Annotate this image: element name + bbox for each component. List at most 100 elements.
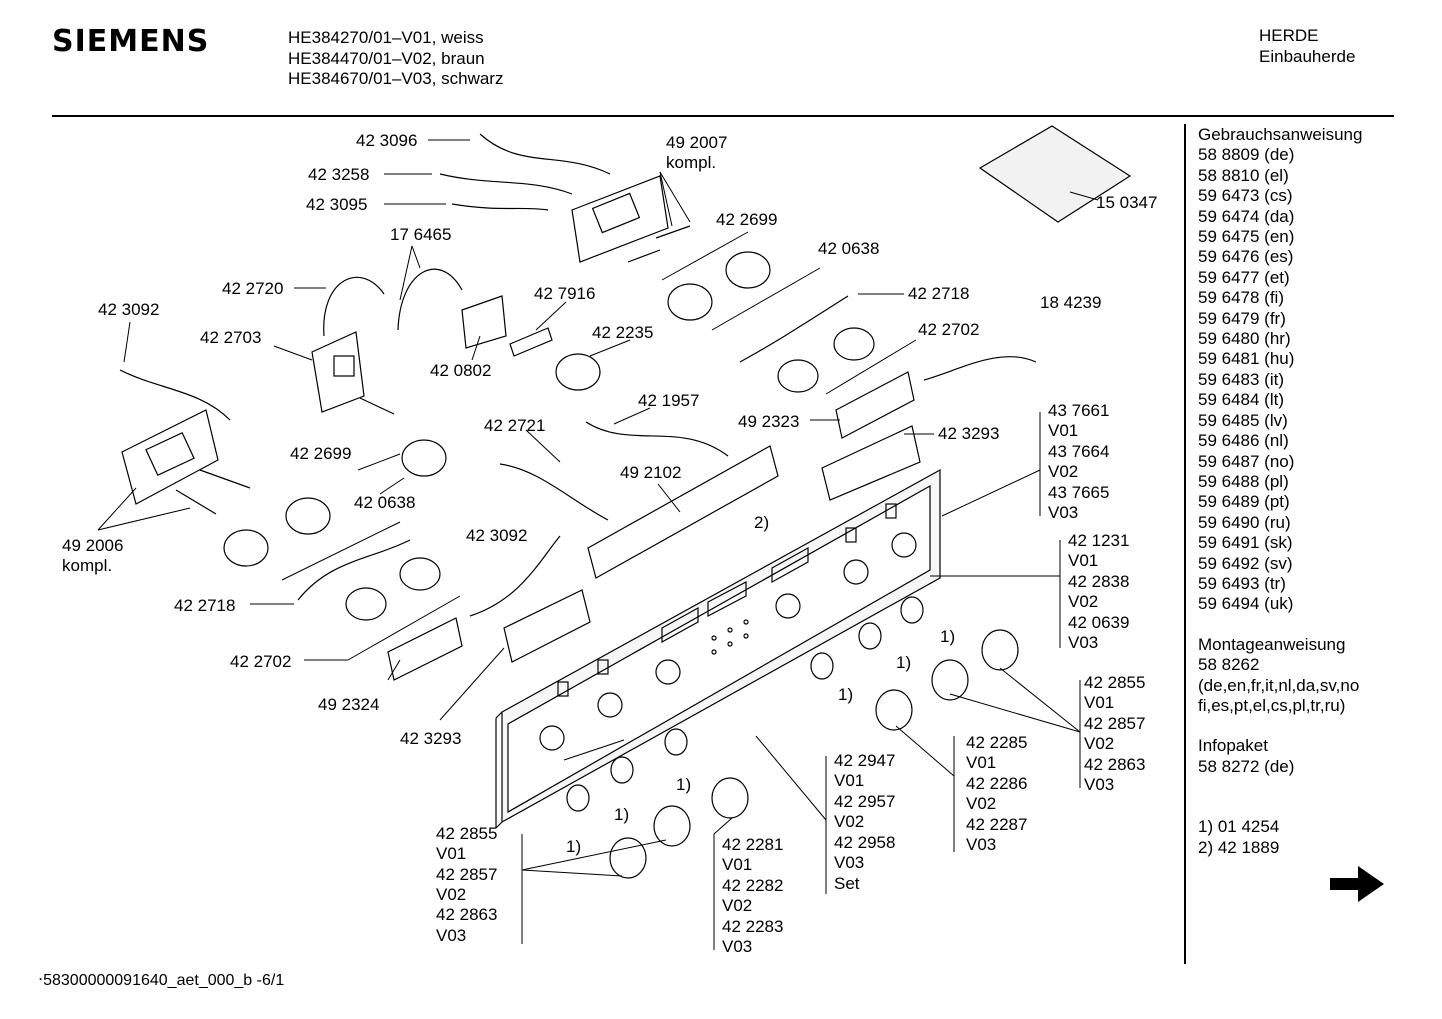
model-list: HE384270/01–V01, weiss HE384470/01–V02, … [288,28,503,90]
part-label: V02 [1068,592,1098,611]
gebrauch-item: 59 6479 (fr) [1198,308,1286,328]
gebrauch-title: Gebrauchsanweisung [1198,125,1363,144]
part-label: 42 3095 [306,195,367,214]
montage-item: fi,es,pt,el,cs,pl,tr,ru) [1198,695,1346,715]
part-label: 2) [754,513,769,532]
part-label: 42 2285 [966,733,1027,752]
gebrauch-item: 58 8809 (de) [1198,145,1295,165]
gebrauch-item: 59 6491 (sk) [1198,533,1293,553]
part-label: 17 6465 [390,225,451,244]
part-label: 18 4239 [1040,293,1101,312]
part-label: 42 2282 [722,876,783,895]
info-item: 58 8272 (de) [1198,756,1295,776]
part-label: 42 7916 [534,284,595,303]
info-list: 58 8272 (de) [1198,757,1362,777]
part-label: V02 [722,896,752,915]
part-label: 42 2286 [966,774,1027,793]
part-label: 42 3092 [466,526,527,545]
part-label: 42 3258 [308,165,369,184]
part-label: 42 0802 [430,361,491,380]
display-board-lower [387,617,463,681]
gebrauch-item: 59 6484 (lt) [1198,390,1284,410]
gebrauch-item: 59 6483 (it) [1198,369,1284,389]
part-label: 42 2702 [230,652,291,671]
part-label: 42 1957 [638,391,699,410]
bracket-right [821,425,921,501]
document-id: ‧58300000091640_aet_000_b -6/1 [38,970,284,990]
sidebar-divider [1184,124,1186,964]
part-label: V03 [1068,633,1098,652]
gebrauch-item: 59 6486 (nl) [1198,431,1289,451]
category-title: HERDE [1259,26,1319,45]
gebrauch-item: 59 6480 (hr) [1198,329,1291,349]
part-label: 1) [940,627,955,646]
display-board-upper [835,371,915,439]
gebrauch-list: 58 8809 (de)58 8810 (el)59 6473 (cs)59 6… [1198,145,1362,614]
part-label: 43 7661 [1048,401,1109,420]
montage-title: Montageanweisung [1198,634,1346,654]
part-label: 42 2863 [436,905,497,924]
knob-rings [566,596,924,812]
part-label: 15 0347 [1096,193,1157,212]
part-label: 42 2703 [200,328,261,347]
relay-module [311,331,395,415]
part-label: 42 2857 [436,865,497,884]
part-label: V01 [436,844,466,863]
note-item: 2) 42 1889 [1198,837,1280,857]
next-page-arrow-icon[interactable] [1328,862,1388,906]
left-control-module [121,409,251,515]
part-label: V02 [834,812,864,831]
gebrauch-item: 59 6487 (no) [1198,451,1295,471]
category-block: HERDE Einbauherde [1259,26,1355,67]
part-label: 49 2324 [318,695,379,714]
part-label: 42 2699 [716,210,777,229]
part-label: V01 [722,855,752,874]
part-label: 42 2838 [1068,572,1129,591]
part-label: 1) [838,685,853,704]
gebrauch-item: 59 6489 (pt) [1198,492,1290,512]
part-label: 49 2102 [620,463,681,482]
gebrauch-item: 59 6475 (en) [1198,227,1295,247]
part-label: V01 [834,771,864,790]
note-item: 1) 01 4254 [1198,817,1280,837]
upper-control-module [571,175,691,263]
part-label: 42 3092 [98,300,159,319]
part-label: V03 [966,835,996,854]
knobs [609,629,1019,879]
part-label: kompl. [666,153,716,172]
part-label: 43 7665 [1048,483,1109,502]
part-label: 42 2947 [834,751,895,770]
model-line: HE384470/01–V02, braun [288,48,485,68]
part-label: 42 2957 [834,792,895,811]
part-label: 42 2863 [1084,755,1145,774]
category-subtitle: Einbauherde [1259,46,1356,66]
part-label: 42 2857 [1084,714,1145,733]
brand-logo: SIEMENS [52,24,210,59]
footer-mark-icon: ‧ [38,972,44,989]
gebrauch-item: 59 6474 (da) [1198,206,1295,226]
part-label: 42 3293 [400,729,461,748]
frame-carrier [587,445,779,579]
part-label: 42 2699 [290,444,351,463]
info-title: Infopaket [1198,736,1268,756]
model-line: HE384670/01–V03, schwarz [288,69,504,88]
gebrauch-item: 59 6485 (lv) [1198,410,1288,430]
sidebar: Gebrauchsanweisung 58 8809 (de)58 8810 (… [1198,125,1362,858]
part-label: 42 2235 [592,323,653,342]
gebrauch-item: 59 6481 (hu) [1198,349,1295,369]
part-label: 42 3293 [938,424,999,443]
part-label: 42 2718 [174,596,235,615]
part-label: V02 [966,794,996,813]
wire-harnesses [119,133,1037,617]
part-label: 42 2855 [1084,673,1145,692]
part-label: 42 2287 [966,815,1027,834]
part-label: 42 2720 [222,279,283,298]
part-label: 1) [676,775,691,794]
montage-item: 58 8262 [1198,655,1260,675]
part-label: 42 0639 [1068,613,1129,632]
gebrauch-item: 59 6478 (fi) [1198,288,1284,308]
gebrauch-item: 59 6488 (pl) [1198,471,1289,491]
